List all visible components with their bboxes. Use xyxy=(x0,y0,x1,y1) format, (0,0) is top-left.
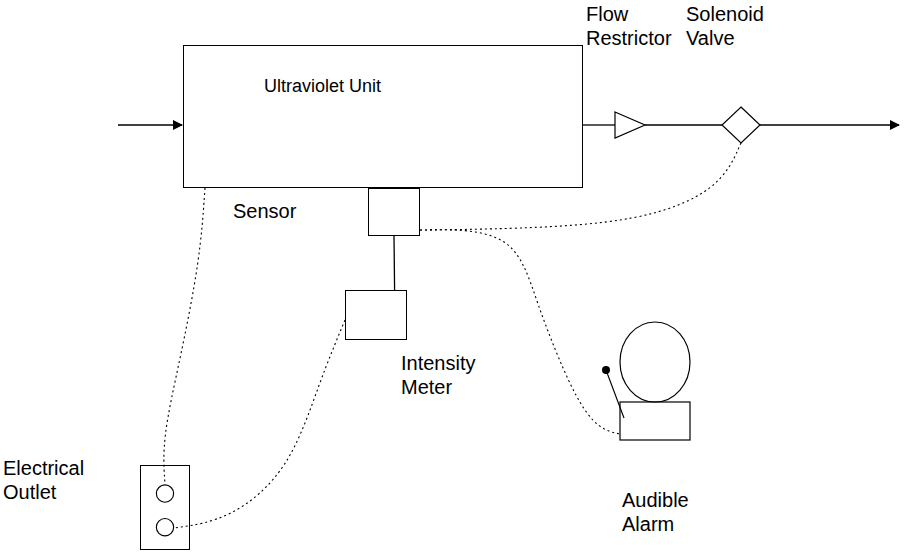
signal-wire xyxy=(420,143,741,230)
pipe-line xyxy=(393,236,395,290)
box-title: Ultraviolet Unit xyxy=(264,74,381,98)
pipe-line xyxy=(583,124,615,125)
part-label: Audible Alarm xyxy=(622,488,732,536)
part-label: Intensity Meter xyxy=(401,351,511,399)
uv-unit-box: Ultraviolet Unit xyxy=(183,45,583,188)
socket-hole xyxy=(156,519,173,536)
pipe-line xyxy=(645,124,722,125)
part-label: Flow Restrictor xyxy=(586,2,682,50)
signal-wire xyxy=(174,320,345,528)
electrical-outlet-outline xyxy=(141,466,189,549)
solenoid-valve-outline xyxy=(722,107,760,143)
part-label: Electrical Outlet xyxy=(3,456,113,504)
flow-restrictor-outline xyxy=(615,112,645,138)
sensor-box: Sensor xyxy=(368,188,420,236)
audible-alarm-outline xyxy=(598,322,692,444)
intensity-meter: Intensity Meter xyxy=(345,290,407,340)
solenoid-valve: Solenoid Valve xyxy=(722,107,760,143)
part-label: Sensor xyxy=(233,199,343,223)
signal-wire xyxy=(164,188,205,484)
inlet-arrow xyxy=(118,124,182,125)
audible-alarm: Audible Alarm xyxy=(598,322,692,444)
part-label: Solenoid Valve xyxy=(686,2,798,50)
restrictor-symbol xyxy=(615,112,645,138)
socket-hole xyxy=(156,485,173,502)
bell-base xyxy=(620,402,690,440)
flow-restrictor: Flow Restrictor xyxy=(615,112,645,138)
valve-symbol xyxy=(722,107,760,143)
striker-ball xyxy=(602,366,610,374)
outlet-arrow xyxy=(760,124,899,125)
bell-dome xyxy=(620,322,690,402)
bell-striker xyxy=(606,370,624,418)
electrical-outlet: Electrical Outlet xyxy=(140,465,190,550)
signal-wire xyxy=(420,230,620,434)
